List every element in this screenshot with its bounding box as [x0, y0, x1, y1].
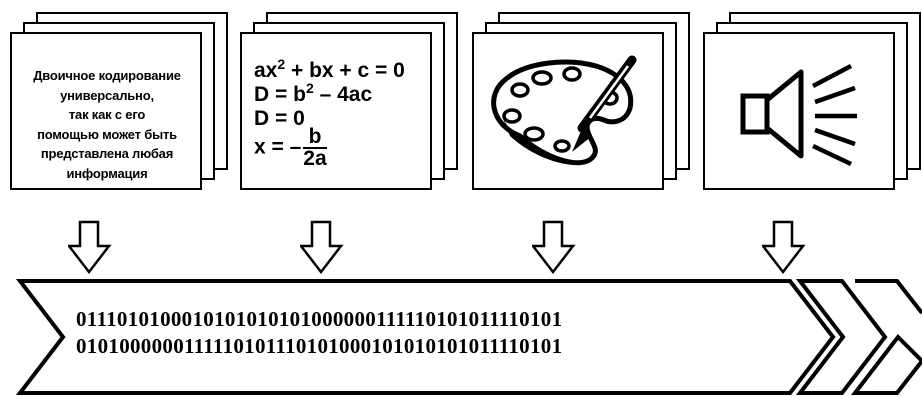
sheet-front	[240, 32, 432, 190]
formula-term: x = –	[254, 135, 302, 159]
graphics-document-stack	[472, 12, 694, 204]
down-arrow-icon	[762, 220, 806, 274]
fraction-denominator: 2a	[303, 147, 327, 170]
sound-wave-line	[814, 127, 856, 147]
formula-line-1: ax2 + bx + c = 0	[254, 56, 405, 83]
quadratic-formulas: ax2 + bx + c = 0 D = b2 – 4ac D = 0 x = …	[254, 56, 405, 170]
formula-term: D = b	[254, 83, 306, 106]
paint-blob	[502, 108, 522, 124]
speaker-body	[740, 93, 770, 135]
speaker-icon	[740, 64, 857, 167]
binary-row: 0101000000111110101110101000101010101011…	[76, 334, 563, 358]
paint-blob	[510, 82, 530, 98]
brush-tip	[572, 124, 592, 152]
sound-card-content	[703, 32, 895, 190]
paint-blob	[531, 70, 553, 86]
text-document-stack: Двоичное кодирование универсально, так к…	[10, 12, 232, 204]
graphics-card-content	[472, 32, 664, 190]
chevron-second	[795, 279, 888, 395]
sound-wave-line	[812, 143, 852, 167]
paint-blob	[553, 139, 571, 153]
sheet-front	[10, 32, 202, 190]
formula-exponent: 2	[305, 80, 314, 96]
binary-universal-text: Двоичное кодирование универсально, так к…	[16, 66, 198, 183]
math-card-content: ax2 + bx + c = 0 D = b2 – 4ac D = 0 x = …	[240, 32, 432, 190]
formula-line-2: D = b2 – 4ac	[254, 80, 405, 107]
formula-line-3: D = 0	[254, 107, 305, 130]
text-line: так как с его	[68, 107, 146, 122]
chevron-main	[15, 279, 836, 395]
binary-row: 0111010100010101010101000000111110101011…	[76, 307, 563, 331]
binary-code-block: 0111010100010101010101000000111110101011…	[76, 306, 562, 360]
text-line: помощью может быть	[37, 126, 177, 142]
down-arrow-icon	[300, 220, 344, 274]
sound-document-stack	[703, 12, 922, 204]
formula-term: + bx + c = 0	[285, 59, 405, 82]
text-line: Двоичное кодирование	[33, 68, 181, 83]
text-line: универсально,	[60, 87, 154, 103]
paint-blob	[523, 126, 545, 142]
formula-exponent: 2	[277, 56, 286, 72]
palette-shadow	[502, 116, 584, 165]
sound-wave-line	[814, 85, 856, 105]
down-arrow-icon	[68, 220, 112, 274]
binary-chevron-band	[15, 279, 922, 395]
text-line: представлена любая	[40, 146, 174, 161]
text-line: информация	[66, 165, 148, 181]
palette-brush-icon	[491, 55, 637, 166]
speaker-cone	[764, 69, 804, 159]
sound-wave-line	[811, 64, 853, 88]
paint-blob	[562, 66, 582, 82]
formula-term: ax	[254, 59, 278, 82]
fraction-numerator: b	[303, 126, 327, 149]
chevron-third	[850, 279, 922, 395]
formula-term: – 4ac	[313, 83, 373, 106]
text-card-content: Двоичное кодирование универсально, так к…	[10, 32, 202, 190]
down-arrow-icon	[532, 220, 576, 274]
brush-handle-highlight	[588, 65, 630, 119]
math-document-stack: ax2 + bx + c = 0 D = b2 – 4ac D = 0 x = …	[240, 12, 462, 204]
